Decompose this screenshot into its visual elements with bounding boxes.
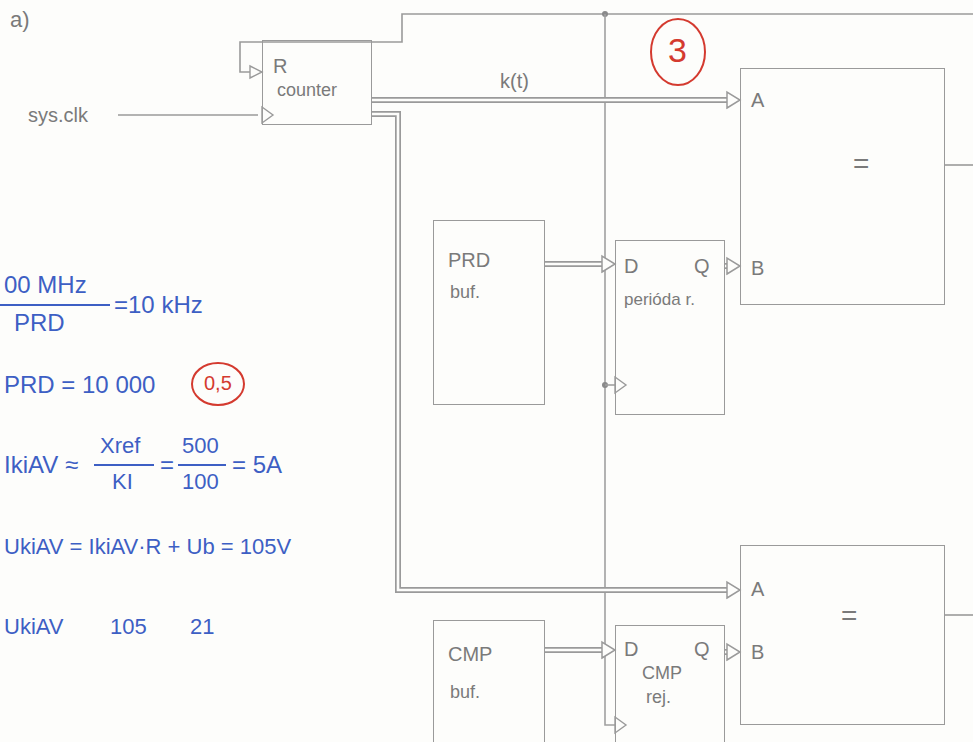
bus-outline bbox=[372, 114, 728, 590]
formula-text: PRD bbox=[14, 310, 65, 336]
block-text: buf. bbox=[450, 683, 480, 703]
clock-symbol bbox=[615, 717, 626, 733]
grade-circle bbox=[651, 19, 705, 85]
reset-feedback-wire bbox=[240, 14, 973, 72]
bus-core bbox=[545, 263, 603, 266]
block-text: = bbox=[853, 149, 869, 180]
arrow-head bbox=[727, 258, 740, 274]
score-mark: 3 bbox=[668, 32, 687, 69]
arrow-head bbox=[727, 582, 740, 598]
compare-register: D Q CMP rej. bbox=[615, 625, 725, 742]
block-text: perióda r. bbox=[624, 291, 695, 310]
bus-connector bbox=[545, 256, 615, 272]
signal-name: k(t) bbox=[498, 70, 531, 92]
block-text: B bbox=[751, 641, 764, 663]
bus-core bbox=[545, 649, 603, 652]
arrow-head bbox=[602, 256, 615, 272]
formula-text: 21 bbox=[190, 615, 214, 639]
block-text: D bbox=[624, 638, 638, 660]
formula-text: KI bbox=[112, 470, 133, 494]
fraction-bar bbox=[0, 304, 110, 306]
formula-text: 00 MHz bbox=[4, 272, 87, 298]
signal-name: sys.clk bbox=[28, 104, 88, 126]
formula-text: =10 kHz bbox=[114, 292, 203, 318]
block-text: PRD bbox=[448, 249, 490, 271]
bus-core bbox=[372, 114, 728, 590]
formula-text: = 5A bbox=[232, 452, 282, 478]
block-text: = bbox=[841, 601, 857, 632]
part-label: a) bbox=[10, 8, 30, 32]
block-text: CMP bbox=[448, 643, 492, 665]
block-text: counter bbox=[277, 81, 337, 101]
block-text: R bbox=[273, 55, 287, 77]
arrow-head bbox=[602, 642, 615, 658]
formula-text: 500 bbox=[182, 434, 219, 458]
register-clock-wire bbox=[605, 14, 615, 725]
period-register: D Qperióda r. bbox=[615, 240, 725, 415]
bus-outline bbox=[545, 647, 603, 653]
arrow-head bbox=[727, 644, 740, 660]
output-wire bbox=[945, 164, 973, 166]
formula-text: 105 bbox=[110, 615, 147, 639]
bus-connector bbox=[725, 258, 740, 274]
buffer-register: CMP buf. bbox=[433, 620, 545, 742]
block-text: Q bbox=[694, 638, 710, 660]
clock-input-wire bbox=[118, 114, 258, 116]
block-text: Q bbox=[694, 255, 710, 277]
clock-symbol bbox=[615, 377, 626, 393]
formula-text: UkiAV bbox=[4, 615, 64, 639]
formula-text: PRD = 10 000 bbox=[4, 372, 155, 398]
fraction-bar bbox=[178, 464, 226, 466]
block-text: CMP bbox=[642, 664, 682, 684]
block-text: A bbox=[751, 89, 764, 111]
register-clock-wire bbox=[605, 384, 615, 386]
score-mark: 0,5 bbox=[204, 372, 232, 394]
bus-connector bbox=[372, 114, 740, 598]
bus-core bbox=[372, 99, 728, 102]
formula-text: 100 bbox=[182, 470, 219, 494]
counter-block: Rcounter bbox=[262, 40, 372, 125]
output-wire bbox=[945, 614, 973, 616]
clock-symbol bbox=[262, 107, 273, 123]
comparator-block: A B = bbox=[740, 545, 945, 725]
fraction-bar bbox=[94, 464, 154, 466]
formula-text: = bbox=[160, 452, 174, 478]
bus-outline bbox=[372, 97, 728, 103]
grade-circle bbox=[192, 363, 244, 405]
block-text: D bbox=[624, 255, 638, 277]
formula-text: Xref bbox=[100, 434, 140, 458]
bus-connector bbox=[725, 644, 740, 660]
block-text: rej. bbox=[646, 688, 671, 708]
formula-text: UkiAV = IkiAV·R + Ub = 105V bbox=[4, 535, 291, 559]
arrow-head bbox=[727, 92, 740, 108]
block-text: B bbox=[751, 257, 764, 279]
reset-arrow bbox=[250, 66, 262, 78]
buffer-register: PRD buf. bbox=[433, 220, 545, 405]
comparator-block: A B = bbox=[740, 68, 945, 305]
block-text: A bbox=[751, 578, 764, 600]
bus-outline bbox=[545, 261, 603, 267]
formula-text: IkiAV ≈ bbox=[4, 452, 78, 478]
block-text: buf. bbox=[450, 283, 480, 303]
bus-connector bbox=[545, 642, 615, 658]
bus-connector bbox=[372, 92, 740, 108]
